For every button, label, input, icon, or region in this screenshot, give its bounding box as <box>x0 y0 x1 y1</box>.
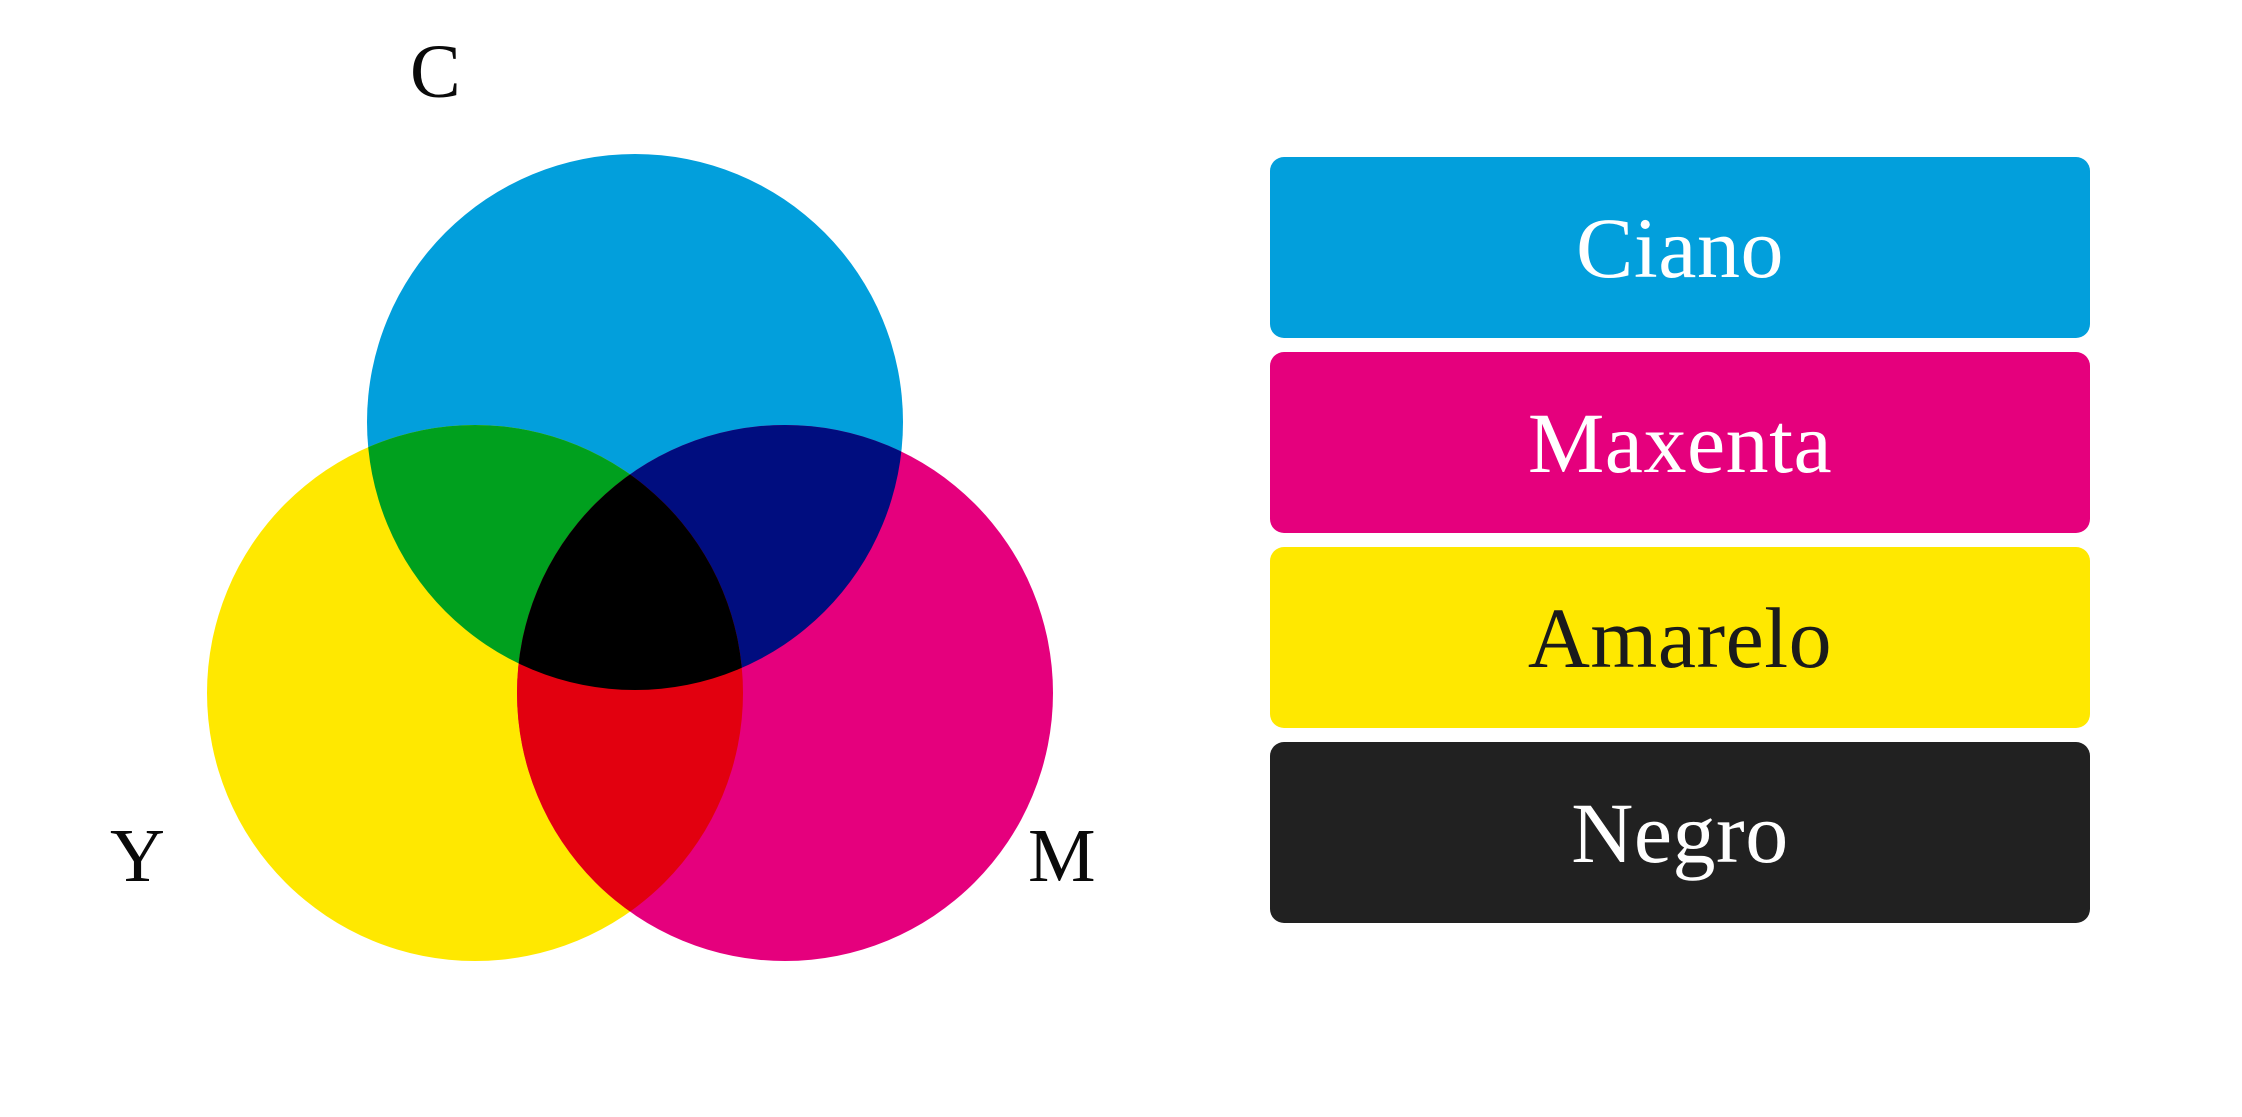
legend-label-amarelo: Amarelo <box>1527 589 1833 686</box>
venn-label-yellow: Y <box>110 814 165 898</box>
legend-label-negro: Negro <box>1571 784 1789 881</box>
overlap-cyan-yellow-magenta <box>517 425 743 690</box>
legend-item-ciano: Ciano <box>1270 157 2090 338</box>
venn-diagram: C Y M <box>110 30 1096 961</box>
legend-item-amarelo: Amarelo <box>1270 547 2090 728</box>
venn-label-magenta: M <box>1028 814 1096 898</box>
color-legend: Ciano Maxenta Amarelo Negro <box>1270 157 2090 923</box>
legend-item-negro: Negro <box>1270 742 2090 923</box>
legend-label-ciano: Ciano <box>1576 199 1784 296</box>
legend-item-maxenta: Maxenta <box>1270 352 2090 533</box>
venn-label-cyan: C <box>410 30 461 114</box>
legend-label-maxenta: Maxenta <box>1527 394 1833 491</box>
venn-circles-graphic <box>207 154 1053 961</box>
